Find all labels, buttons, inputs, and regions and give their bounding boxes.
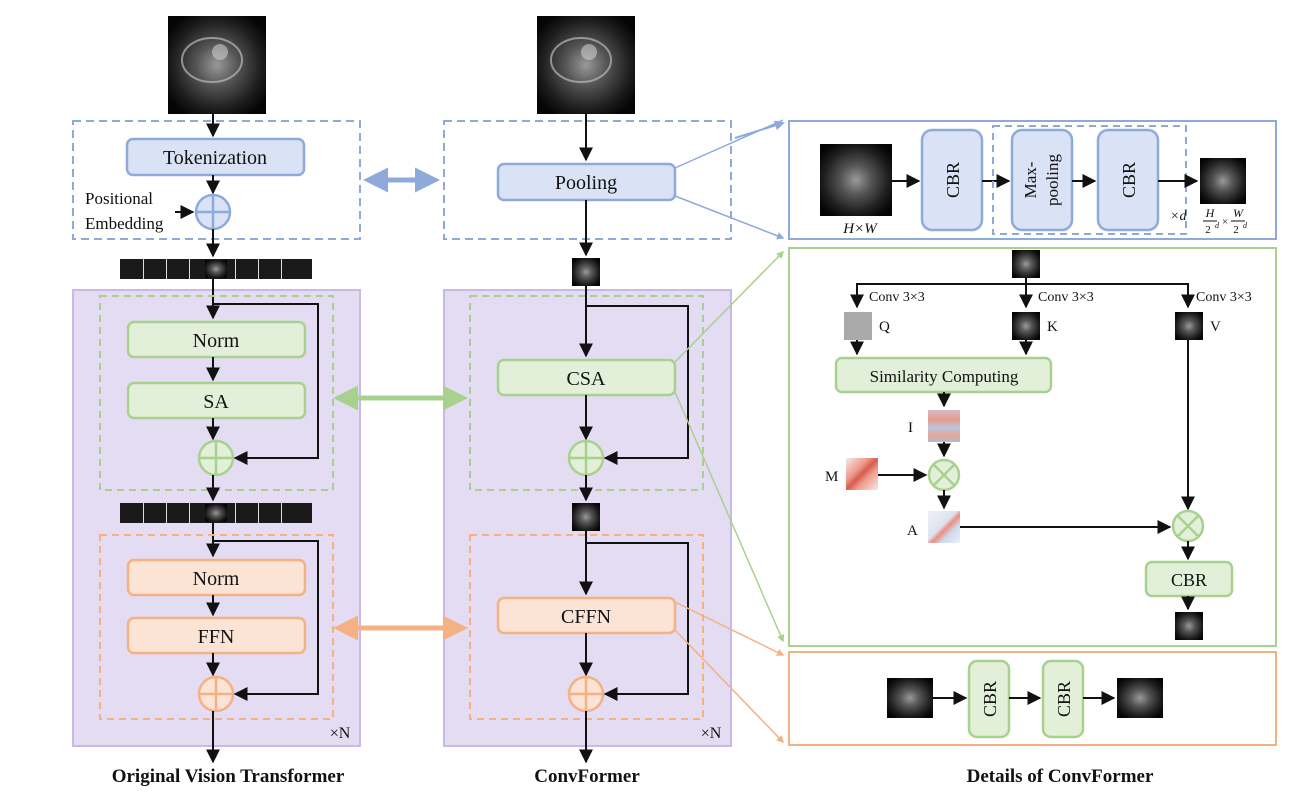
conv-v-label: Conv 3×3 xyxy=(1196,290,1252,305)
cbr-label: CBR xyxy=(943,162,963,198)
details-caption: Details of ConvFormer xyxy=(967,766,1154,787)
positional-label-1: Positional xyxy=(85,189,153,208)
csa-label: CSA xyxy=(567,368,606,390)
pooling-input-image xyxy=(820,144,892,216)
add-icon xyxy=(197,675,235,713)
tokenization-label: Tokenization xyxy=(163,147,267,169)
cffn-details-panel: CBR CBR xyxy=(788,651,1277,746)
m-label: M xyxy=(825,469,838,485)
k-label: K xyxy=(1047,319,1058,335)
svg-text:W: W xyxy=(1233,206,1244,220)
residual-arrow xyxy=(586,542,689,701)
add-icon xyxy=(567,675,605,713)
vit-input-image xyxy=(168,16,266,114)
svg-text:2: 2 xyxy=(1233,224,1239,236)
vit-caption: Original Vision Transformer xyxy=(112,766,345,787)
i-label: I xyxy=(908,420,913,436)
vit-column: Tokenization Positional Embedding ×N Nor… xyxy=(72,16,361,787)
v-label: V xyxy=(1210,319,1221,335)
expansion-lines xyxy=(674,119,785,744)
vit-norm1-block xyxy=(126,320,307,359)
convformer-caption: ConvFormer xyxy=(534,766,640,787)
convformer-column: Pooling ×N CSA CFFN ConvFormer xyxy=(443,16,732,787)
svg-text:2: 2 xyxy=(1205,224,1211,236)
vit-repeat-label: ×N xyxy=(330,725,351,742)
pooling-output-image xyxy=(1200,158,1246,204)
positional-label-2: Embedding xyxy=(85,214,164,233)
token-strip-2 xyxy=(120,503,312,523)
cbr-label: CBR xyxy=(1119,162,1139,198)
residual-arrow xyxy=(213,540,319,701)
add-icon xyxy=(567,439,605,477)
vit-sa-block xyxy=(126,381,307,420)
conv-k-label: Conv 3×3 xyxy=(1038,290,1094,305)
output-size-label: H 2 d × W 2 d xyxy=(1203,206,1248,236)
convformer-pooling-group xyxy=(443,120,732,240)
cffn-input-image xyxy=(887,678,933,718)
residual-arrow xyxy=(586,305,689,465)
m-heatmap xyxy=(846,458,878,490)
similarity-label: Similarity Computing xyxy=(870,367,1019,386)
vit-norm2-label: Norm xyxy=(193,568,240,590)
add-icon xyxy=(194,193,232,231)
arrow xyxy=(1026,283,1195,309)
cffn-output-image xyxy=(1117,678,1163,718)
v-thumbnail xyxy=(1175,312,1203,340)
feature-map-thumbnail xyxy=(572,503,600,531)
pooling-label: Pooling xyxy=(555,172,617,194)
multiply-icon xyxy=(1171,509,1205,543)
repeat-d-label: ×d xyxy=(1170,209,1187,224)
cbr-label: CBR xyxy=(1171,570,1207,590)
add-icon xyxy=(197,439,235,477)
tokenization-block xyxy=(125,137,306,177)
svg-text:d: d xyxy=(1243,221,1248,230)
conv-q-label: Conv 3×3 xyxy=(869,290,925,305)
cbr-label: CBR xyxy=(1054,681,1074,717)
svg-text:d: d xyxy=(1215,221,1220,230)
i-heatmap xyxy=(928,410,960,442)
csa-output-thumbnail xyxy=(1175,612,1203,640)
q-thumbnail xyxy=(844,312,872,340)
vit-sa-label: SA xyxy=(203,391,229,413)
svg-text:×: × xyxy=(1222,216,1228,228)
maxpool-label-2: pooling xyxy=(1043,154,1062,206)
vit-norm2-block xyxy=(126,558,307,597)
a-label: A xyxy=(907,523,918,539)
input-size-label: H×W xyxy=(842,221,878,237)
vit-ffn-block xyxy=(126,616,307,655)
csa-details-panel: Conv 3×3 Conv 3×3 Conv 3×3 Q K V Similar… xyxy=(788,247,1277,647)
maxpool-label-1: Max- xyxy=(1021,161,1040,198)
svg-text:H: H xyxy=(1205,206,1216,220)
vit-norm1-label: Norm xyxy=(193,330,240,352)
convformer-input-image xyxy=(537,16,635,114)
vit-ffn-label: FFN xyxy=(198,626,235,648)
cffn-label: CFFN xyxy=(561,606,611,628)
residual-arrow xyxy=(213,303,319,465)
pooling-details-panel: H×W CBR Max- pooling CBR ×d H 2 d × W 2 … xyxy=(788,120,1277,240)
cbr-label: CBR xyxy=(980,681,1000,717)
csa-input-thumbnail xyxy=(1012,250,1040,278)
a-heatmap xyxy=(928,511,960,543)
vit-embedding-group xyxy=(72,120,361,240)
convformer-repeat-label: ×N xyxy=(701,725,722,742)
q-label: Q xyxy=(879,319,890,335)
k-thumbnail xyxy=(1012,312,1040,340)
token-strip-1 xyxy=(120,259,312,279)
feature-map-thumbnail xyxy=(572,258,600,286)
multiply-icon xyxy=(927,458,961,492)
